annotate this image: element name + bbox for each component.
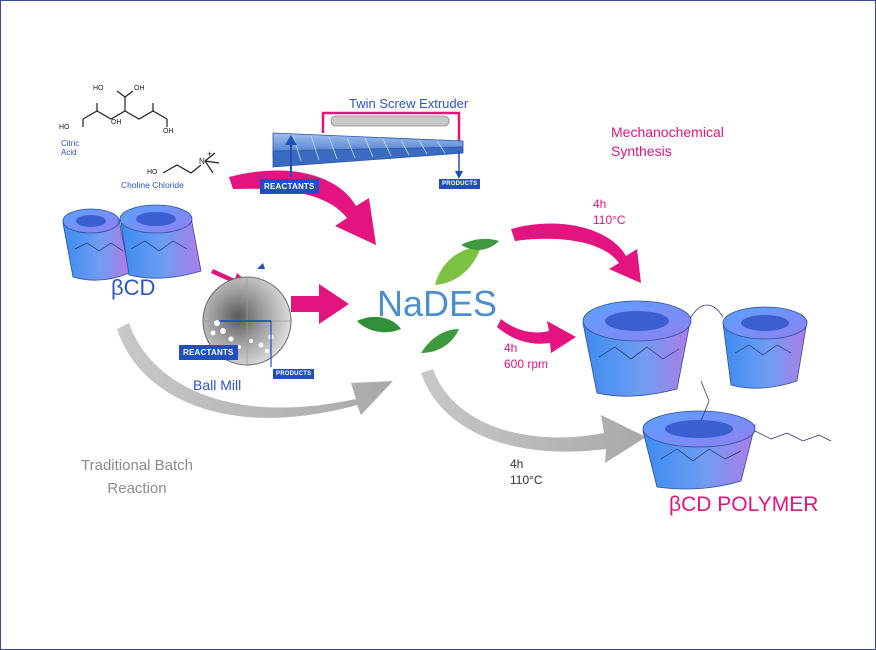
extruder-reactants-tag: REACTANTS: [260, 179, 319, 194]
traditional-batch-arrow: [117, 323, 393, 418]
ball-mill-icon: [202, 263, 292, 367]
batch-to-polymer-arrow: [421, 369, 646, 463]
nades-to-polymer-top-arrow: [511, 223, 641, 283]
choline-chloride-structure: [162, 152, 220, 174]
mill-products-tag: PRODUCTS: [273, 369, 315, 379]
nades-to-polymer-mid-arrow: [497, 319, 576, 353]
ball-mill-label: Ball Mill: [193, 377, 242, 393]
choline-n-label: N: [199, 157, 205, 166]
choline-plus-label: +: [207, 149, 213, 159]
choline-ho-label: HO: [147, 169, 158, 176]
citric-oh3-label: OH: [111, 119, 122, 126]
citric-oh-label: OH: [134, 85, 145, 92]
extruder-to-nades-arrow: [229, 170, 376, 245]
citric-acid-label: Citric Acid: [61, 139, 80, 158]
beta-cd-polymer-label: βCD POLYMER: [669, 493, 819, 516]
condition-mid-label: 4h 600 rpm: [504, 341, 549, 371]
nades-label: NaDES: [377, 283, 498, 324]
leaf-icon: [357, 238, 499, 353]
citric-acid-structure: [82, 90, 168, 127]
twin-screw-extruder-label: Twin Screw Extruder: [349, 96, 469, 111]
citric-ho-label: HO: [93, 85, 104, 92]
beta-cd-label: βCD: [111, 275, 156, 300]
choline-chloride-label: Choline Chloride: [121, 180, 184, 190]
condition-top-label: 4h 110°C: [593, 197, 626, 227]
condition-batch-label: 4h 110°C: [510, 457, 543, 487]
mechanochemical-synthesis-label: Mechanochemical Synthesis: [611, 124, 724, 159]
extruder-products-tag: PRODUCTS: [439, 179, 481, 189]
traditional-batch-label: Traditional Batch Reaction: [81, 457, 194, 497]
twin-screw-extruder-icon: [272, 111, 464, 179]
citric-oh2-label: OH: [163, 128, 174, 135]
beta-cd-polymer-icon: [582, 300, 832, 490]
mill-to-nades-arrow: [291, 284, 349, 324]
citric-ho2-label: HO: [59, 124, 70, 131]
mill-reactants-tag: REACTANTS: [179, 345, 238, 360]
beta-cyclodextrin-icon: [62, 204, 202, 281]
